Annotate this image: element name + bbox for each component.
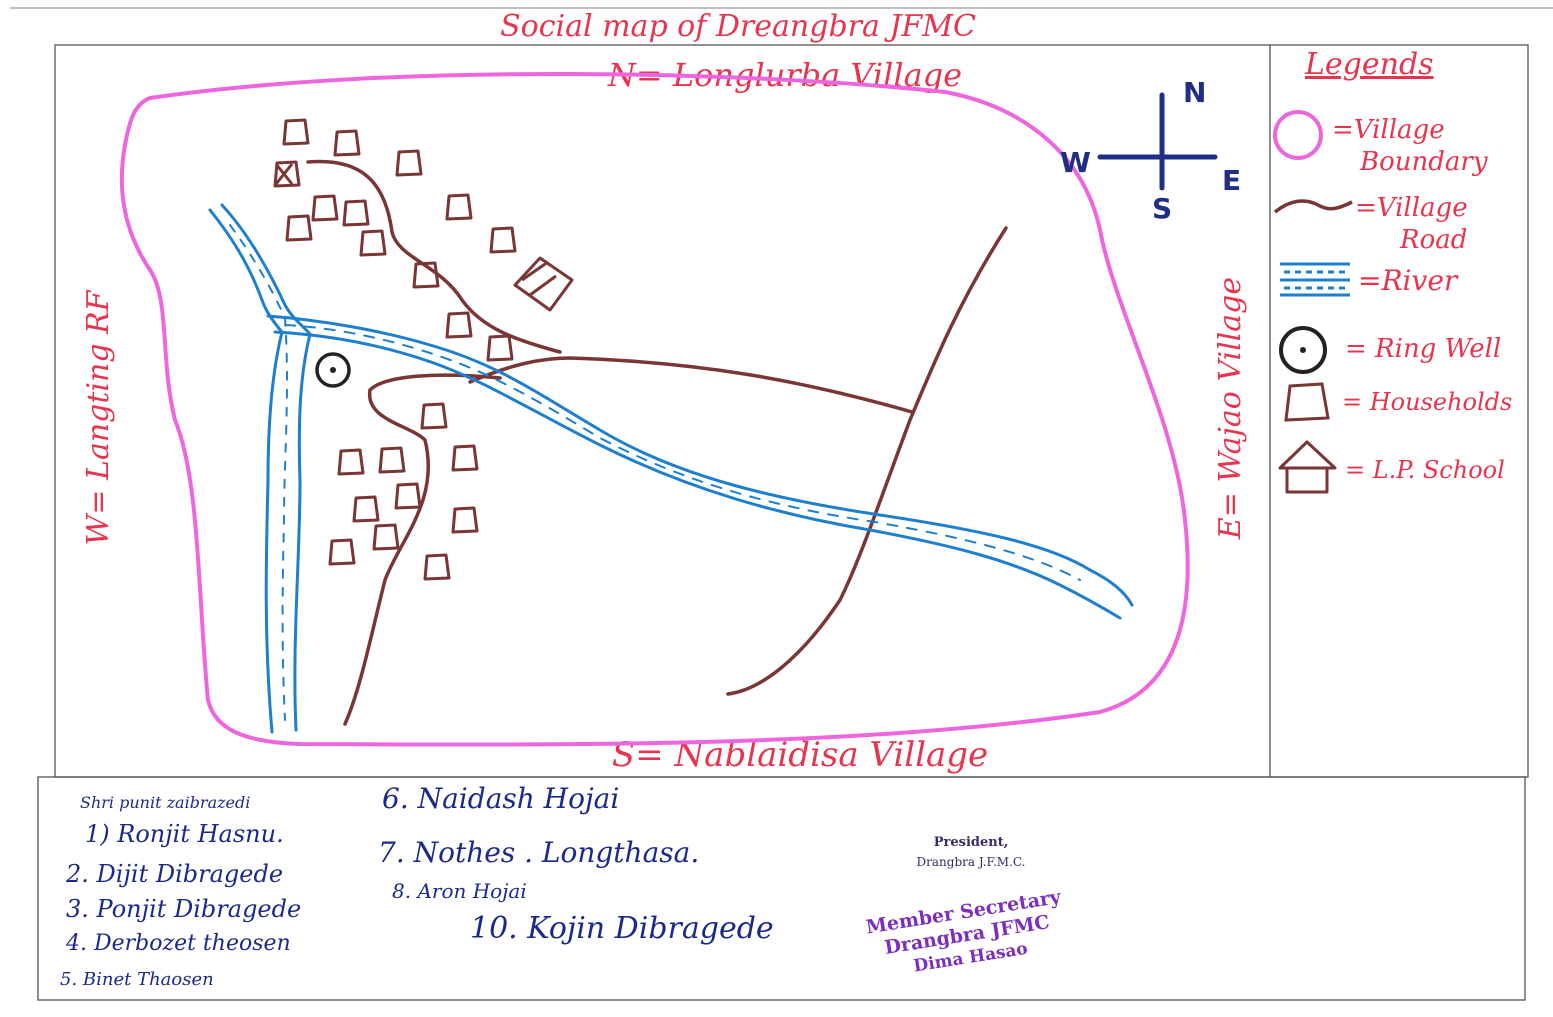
president-stamp: President, Drangbra J.F.M.C. (917, 835, 1026, 869)
member-name: Shri punit zaibrazedi (80, 793, 250, 812)
legend-river-icon (1280, 262, 1350, 297)
household-icon (342, 199, 370, 227)
household-icon (333, 129, 361, 157)
member-name: 6. Naidash Hojai (382, 782, 619, 815)
legend-river-label: =River (1358, 264, 1459, 297)
legend-school-icon (1278, 440, 1337, 494)
map-title: Social map of Dreangbra JFMC (500, 9, 976, 44)
legend-house-label: = Households (1342, 388, 1512, 416)
member-name: 7. Nothes . Longthasa. (378, 836, 699, 869)
household-icon (412, 261, 440, 289)
legend-school-label: = L.P. School (1345, 456, 1505, 484)
legend-house-icon (1284, 382, 1330, 422)
legend-well-icon (1279, 326, 1327, 374)
legend-boundary-label: =Village Boundary (1332, 115, 1488, 177)
household-icon (445, 193, 473, 221)
village-roads (306, 159, 1008, 726)
member-names: Shri punit zaibrazedi 1) Ronjit Hasnu. 2… (60, 782, 774, 990)
east-boundary-label: E= Wajao Village (1213, 277, 1248, 540)
household-icon (274, 163, 294, 185)
household-icon (337, 448, 365, 476)
member-name: 3. Ponjit Dibragede (66, 895, 301, 923)
household-icon (311, 194, 339, 222)
household-icons (273, 118, 517, 581)
compass-north-label: N (1183, 76, 1206, 109)
frame (10, 7, 1553, 1001)
household-icon (352, 495, 380, 523)
compass-rose-icon: N W E S (1060, 76, 1241, 225)
legend-boundary-icon (1273, 110, 1323, 160)
household-icon (395, 149, 423, 177)
household-icon (451, 444, 479, 472)
household-icon (489, 226, 517, 254)
legend-well-label: = Ring Well (1345, 334, 1501, 364)
member-name: 5. Binet Thaosen (60, 969, 214, 990)
household-icon (285, 214, 313, 242)
compass-east-label: E (1222, 164, 1241, 197)
household-icon (273, 160, 301, 188)
member-name: 2. Dijit Dibragede (65, 860, 283, 888)
household-icon (378, 446, 406, 474)
member-name: 8. Aron Hojai (392, 879, 527, 903)
member-name: 10. Kojin Dibragede (470, 911, 774, 946)
village-boundary (119, 71, 1190, 747)
legend-road-icon (1273, 199, 1353, 214)
svg-text:President,: President, (934, 835, 1009, 850)
household-icon (451, 506, 479, 534)
household-icon (486, 334, 514, 362)
rivers (208, 203, 1134, 734)
ring-well-icon (315, 352, 351, 388)
household-icon (445, 311, 473, 339)
household-icon (420, 402, 448, 430)
household-icon (282, 118, 310, 146)
household-icon (359, 229, 387, 257)
member-secretary-stamp: Member Secretary Drangbra JFMC Dima Hasa… (864, 886, 1063, 977)
household-icon (372, 523, 400, 551)
compass-west-label: W (1060, 146, 1091, 179)
legend-road-label: =Village Road (1355, 193, 1476, 255)
svg-text:Drangbra J.F.M.C.: Drangbra J.F.M.C. (917, 855, 1026, 869)
member-name: 4. Derbozet theosen (65, 931, 291, 956)
legend: Legends =Village Boundary =Village Road … (1273, 47, 1512, 494)
household-icon (394, 482, 422, 510)
member-name: 1) Ronjit Hasnu. (85, 820, 284, 848)
household-icon (423, 553, 451, 581)
compass-south-label: S (1152, 192, 1172, 225)
west-boundary-label: W= Langting RF (81, 289, 116, 545)
lp-school-icon (513, 256, 574, 312)
household-icon (328, 538, 356, 566)
legend-title: Legends (1304, 47, 1434, 82)
